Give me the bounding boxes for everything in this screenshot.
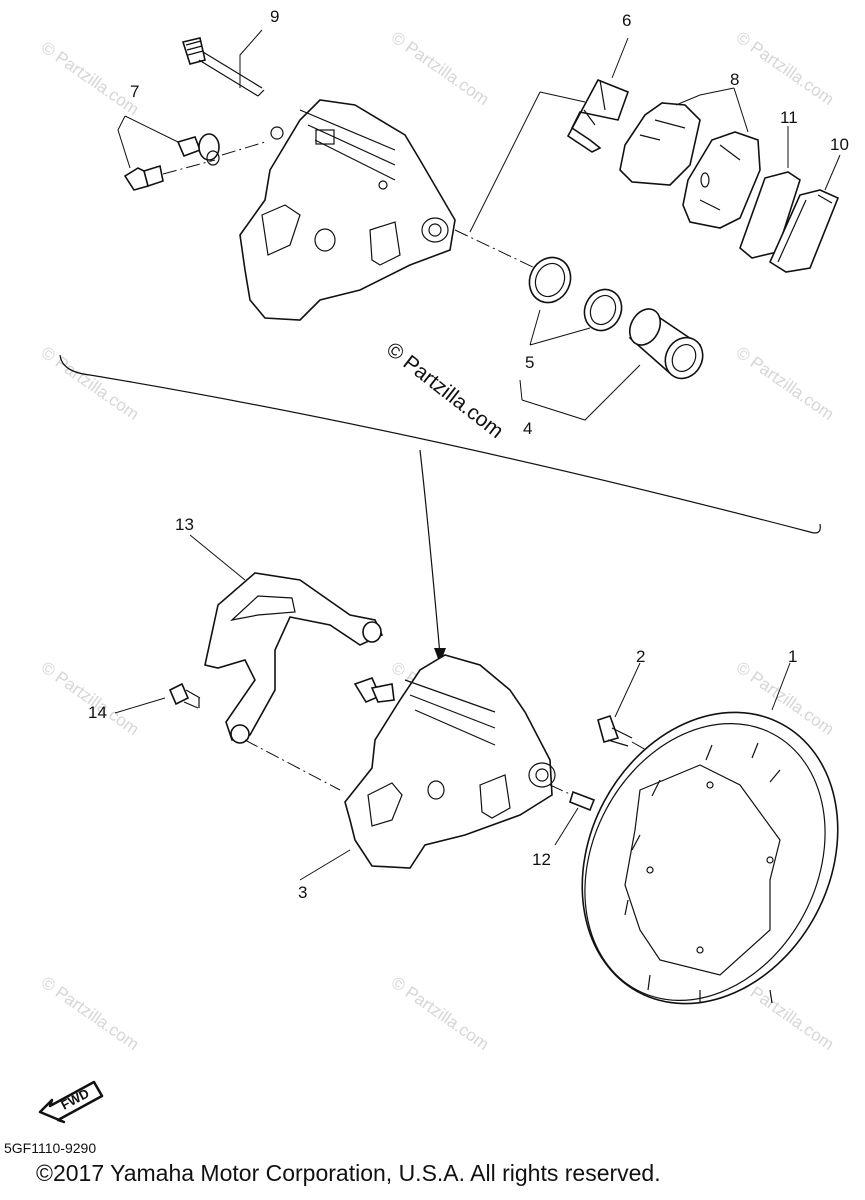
callout-5: 5 <box>525 353 534 372</box>
watermark: © Partzilla.com <box>733 28 838 109</box>
callout-6: 6 <box>622 11 631 30</box>
callout-7: 7 <box>130 82 139 101</box>
piston-seal <box>528 256 572 304</box>
callout-9: 9 <box>270 7 279 26</box>
callout-4: 4 <box>523 419 532 438</box>
copyright-notice: ©2017 Yamaha Motor Corporation, U.S.A. A… <box>36 1160 661 1186</box>
callout-2: 2 <box>636 647 645 666</box>
piston-axis-line <box>454 229 536 269</box>
watermark: © Partzilla.com <box>38 658 143 739</box>
callout-14: 14 <box>88 703 107 722</box>
section-divider <box>59 354 821 534</box>
assembly-arrow <box>419 449 441 656</box>
watermark: © Partzilla.com <box>388 973 493 1054</box>
caliper-assembly <box>344 654 556 869</box>
leader-lines <box>114 29 841 881</box>
caliper-upper <box>239 99 456 321</box>
callout-10: 10 <box>830 135 849 154</box>
assembly-arrowhead <box>434 648 446 664</box>
caliper-piston <box>628 308 704 380</box>
bracket-bolt <box>168 682 201 709</box>
callouts: 1 2 3 4 5 6 7 8 9 10 11 12 13 14 <box>88 7 849 902</box>
callout-13: 13 <box>175 515 194 534</box>
callout-11: 11 <box>780 108 798 127</box>
bleed-valve <box>123 133 266 191</box>
bleed-screw <box>181 37 265 97</box>
watermark: © Partzilla.com <box>38 343 143 424</box>
watermark: © Partzilla.com <box>38 973 143 1054</box>
brake-disc <box>581 711 839 1005</box>
bracket-axis-line <box>244 739 341 791</box>
caliper-pin <box>549 784 596 812</box>
center-watermark: © Partzilla.com <box>382 338 508 443</box>
brake-pad-2 <box>682 131 761 229</box>
brake-pad-1 <box>619 102 701 186</box>
watermark: © Partzilla.com <box>38 38 143 119</box>
watermark: © Partzilla.com <box>388 28 493 109</box>
bleed-valve-installed <box>353 676 395 704</box>
callout-3: 3 <box>298 883 307 902</box>
pad-shim-outer <box>768 189 840 273</box>
dust-seal <box>583 288 623 332</box>
pad-spring <box>566 78 630 153</box>
pad-shim <box>739 171 801 259</box>
watermark: © Partzilla.com <box>733 343 838 424</box>
callout-1: 1 <box>788 647 797 666</box>
callout-8: 8 <box>730 70 739 89</box>
forward-arrow-icon: FWD <box>38 1080 104 1124</box>
callout-12: 12 <box>532 850 551 869</box>
caliper-bracket <box>204 572 384 744</box>
diagram-code: 5GF1110-9290 <box>4 1140 97 1156</box>
